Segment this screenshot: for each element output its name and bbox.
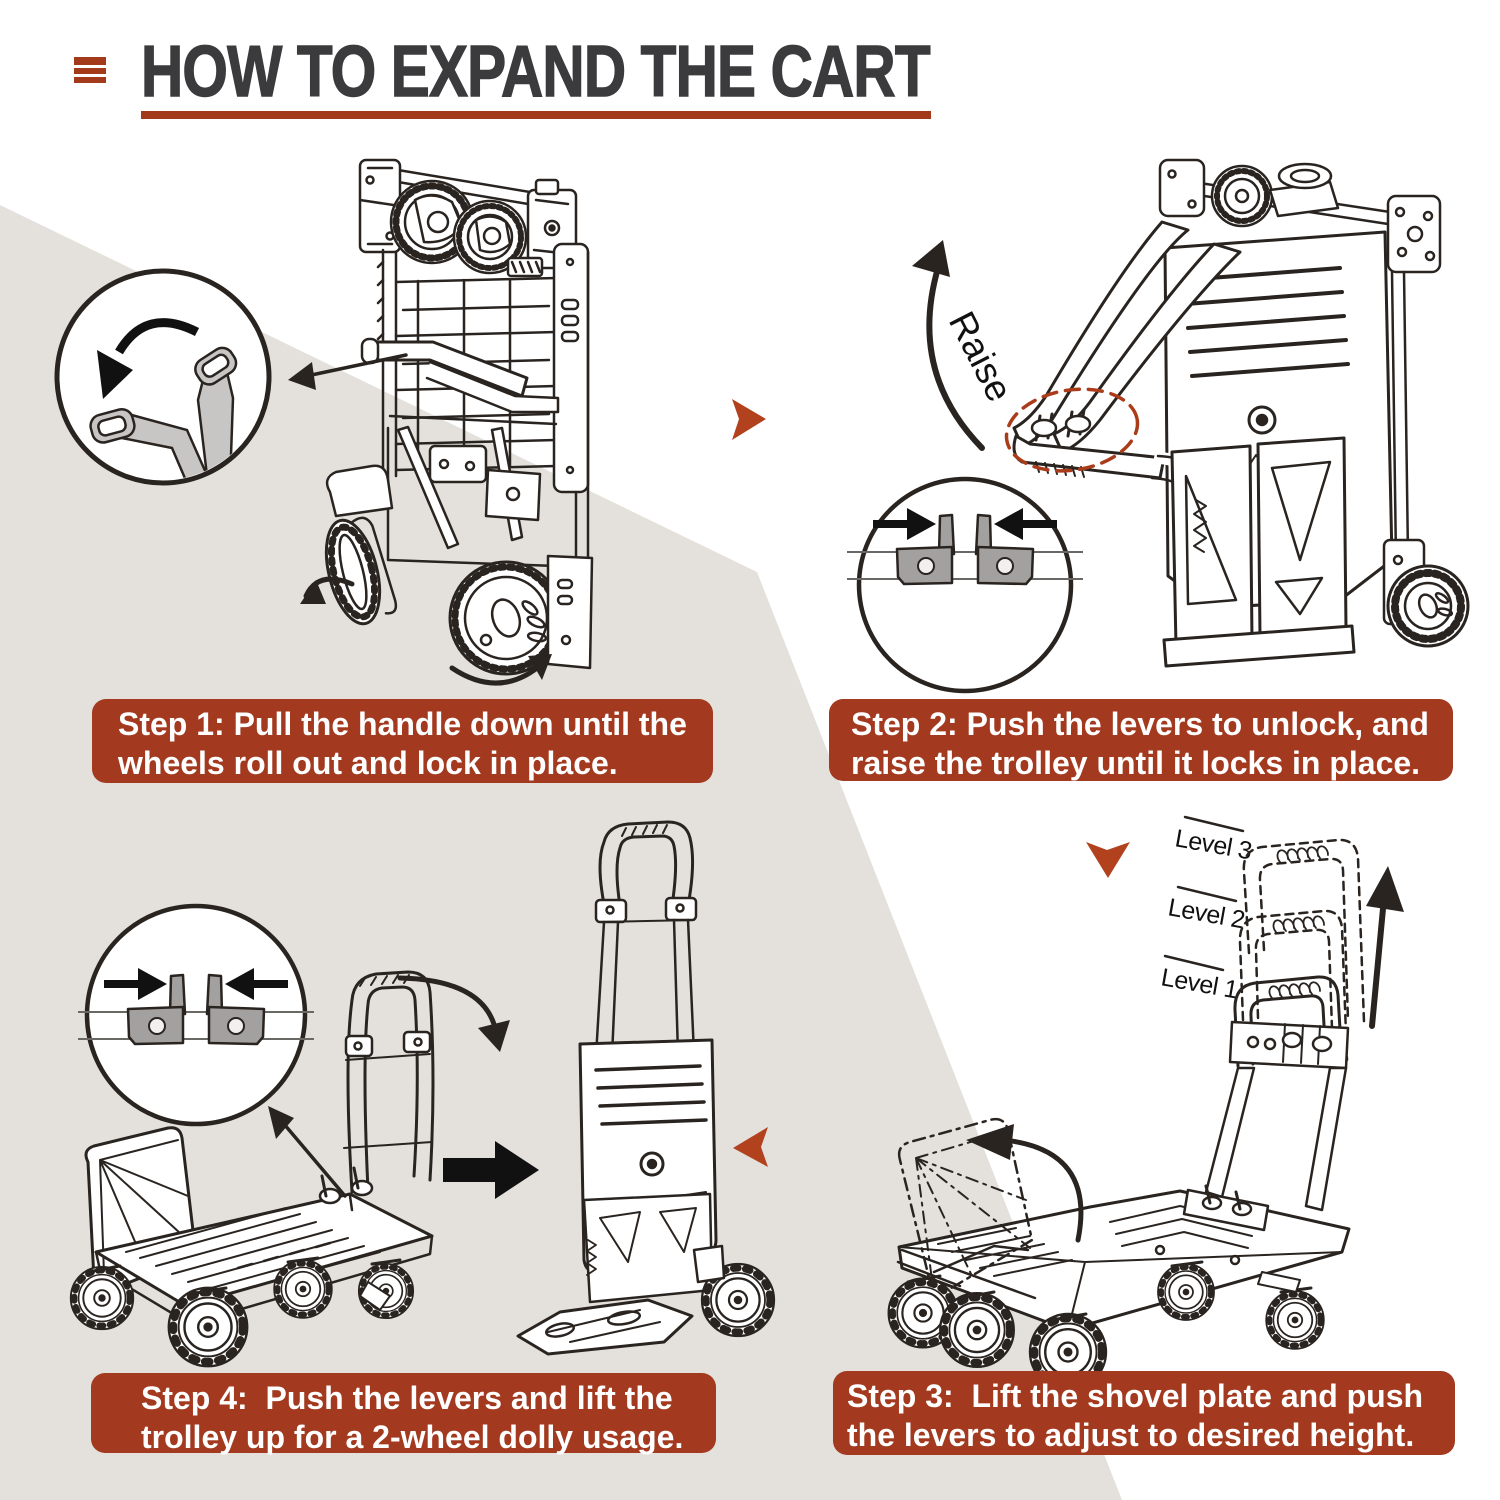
svg-text:Raise: Raise	[941, 305, 1020, 408]
svg-text:Level 1: Level 1	[1159, 963, 1240, 1004]
